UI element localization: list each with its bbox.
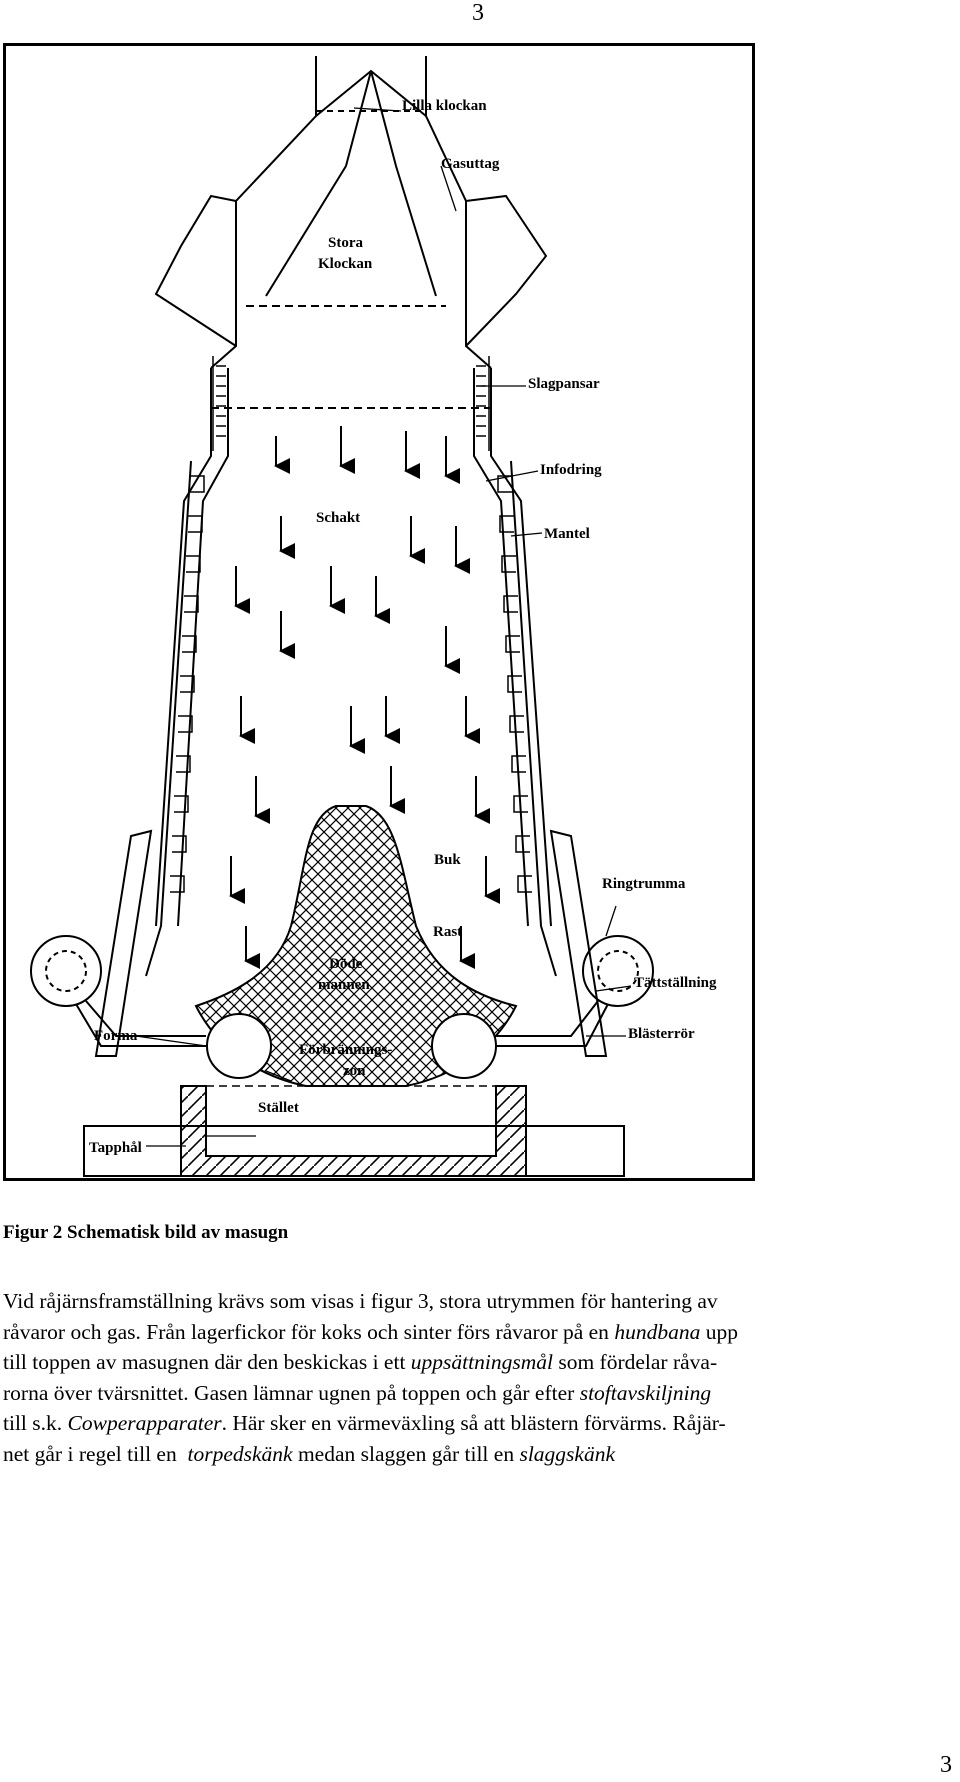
label-buk: Buk xyxy=(434,852,461,868)
label-gasuttag: Gasuttag xyxy=(441,156,500,172)
label-stallet: Stället xyxy=(258,1100,299,1116)
paragraph-line-2: råvaror och gas. Från lagerfickor för ko… xyxy=(3,1319,738,1344)
label-klockan: Klockan xyxy=(318,256,373,272)
label-slagpansar: Slagpansar xyxy=(528,376,600,392)
label-infodring: Infodring xyxy=(540,462,602,478)
hearth xyxy=(83,1085,625,1177)
label-ringtrumma: Ringtrumma xyxy=(602,876,686,892)
leader-lines xyxy=(135,107,632,1147)
label-blasterror: Blästerrör xyxy=(628,1026,695,1042)
label-forbrannings: Förbrännings- xyxy=(299,1042,392,1058)
label-rast: Rast xyxy=(433,924,462,940)
figure-frame: Lilla klockan Gasuttag Stora Klockan Sla… xyxy=(3,43,755,1181)
paragraph-line-3: till toppen av masugnen där den beskicka… xyxy=(3,1350,718,1374)
page-number-top: 3 xyxy=(472,0,484,26)
label-tapphal: Tapphål xyxy=(89,1140,142,1156)
label-tattstallning: Tättställning xyxy=(634,975,717,991)
burden-arrows xyxy=(229,426,500,969)
label-stora: Stora xyxy=(328,235,363,251)
body-paragraph: Vid råjärnsframställning krävs som visas… xyxy=(3,1286,958,1469)
label-lilla-klockan: Lilla klockan xyxy=(402,98,487,114)
label-forma: Forma xyxy=(94,1028,138,1044)
label-dode: Döde xyxy=(329,956,363,972)
paragraph-line-1: Vid råjärnsframställning krävs som visas… xyxy=(3,1289,718,1313)
paragraph-line-4: rorna över tvärsnittet. Gasen lämnar ugn… xyxy=(3,1380,712,1405)
slag-armour xyxy=(212,356,490,451)
bell xyxy=(211,69,491,409)
label-mantel: Mantel xyxy=(544,526,590,542)
figure-caption: Figur 2 Schematisk bild av masugn xyxy=(3,1222,289,1243)
label-zon: zon xyxy=(343,1063,366,1079)
paragraph-line-6: net går i regel till en torpedskänk meda… xyxy=(3,1441,615,1466)
lining-bricks xyxy=(170,475,532,893)
furnace-outline xyxy=(145,56,557,977)
label-mannen: mannen xyxy=(318,977,370,993)
label-schakt: Schakt xyxy=(316,510,360,526)
bustle-pipes xyxy=(30,935,654,1047)
page-number-bottom: 3 xyxy=(940,1752,952,1778)
paragraph-line-5: till s.k. Cowperapparater. Här sker en v… xyxy=(3,1411,726,1435)
support-columns xyxy=(94,829,608,1057)
combustion-zones xyxy=(206,1013,497,1079)
blast-furnace-diagram: Lilla klockan Gasuttag Stora Klockan Sla… xyxy=(30,56,717,1177)
